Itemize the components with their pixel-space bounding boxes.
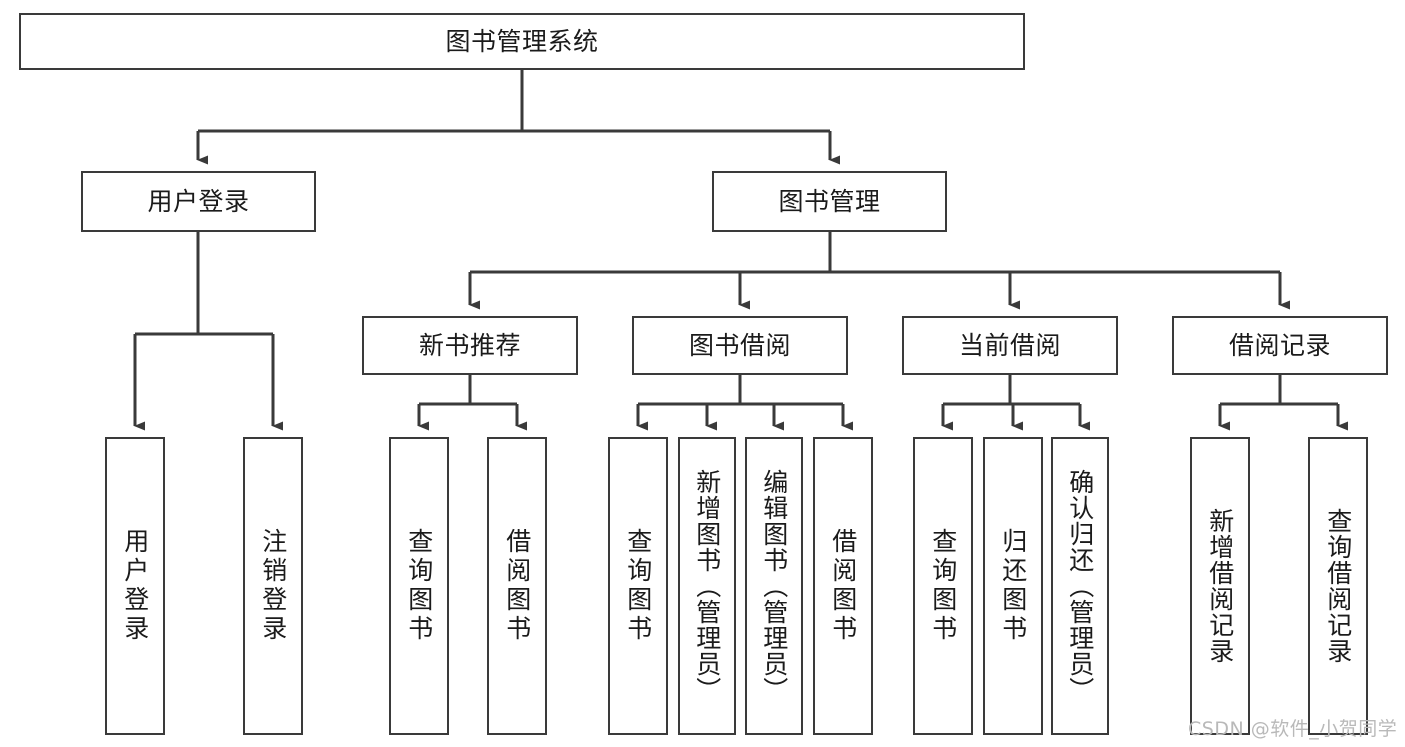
leaf-user-login[interactable]: 用户登录 — [105, 437, 165, 735]
node-book-management[interactable]: 图书管理 — [712, 171, 947, 232]
node-book-borrow[interactable]: 图书借阅 — [632, 316, 848, 375]
leaf-return-book[interactable]: 归还图书 — [983, 437, 1043, 735]
leaf-add-borrow-record[interactable]: 新增借阅记录 — [1190, 437, 1250, 735]
leaf-confirm-return-admin[interactable]: 确认归还（管理员） — [1051, 437, 1109, 735]
leaf-edit-book-admin[interactable]: 编辑图书（管理员） — [745, 437, 803, 735]
node-borrow-record[interactable]: 借阅记录 — [1172, 316, 1388, 375]
leaf-user-logout[interactable]: 注销登录 — [243, 437, 303, 735]
node-current-borrow[interactable]: 当前借阅 — [902, 316, 1118, 375]
leaf-query-book-current[interactable]: 查询图书 — [913, 437, 973, 735]
csdn-watermark: CSDN @软件_小贺同学 — [1188, 718, 1398, 740]
node-root[interactable]: 图书管理系统 — [19, 13, 1025, 70]
leaf-borrow-book[interactable]: 借阅图书 — [813, 437, 873, 735]
leaf-query-book-borrow[interactable]: 查询图书 — [608, 437, 668, 735]
node-user-login[interactable]: 用户登录 — [81, 171, 316, 232]
leaf-query-book-recommend[interactable]: 查询图书 — [389, 437, 449, 735]
leaf-query-borrow-record[interactable]: 查询借阅记录 — [1308, 437, 1368, 735]
leaf-borrow-book-recommend[interactable]: 借阅图书 — [487, 437, 547, 735]
node-new-book-recommend[interactable]: 新书推荐 — [362, 316, 578, 375]
leaf-add-book-admin[interactable]: 新增图书（管理员） — [678, 437, 736, 735]
